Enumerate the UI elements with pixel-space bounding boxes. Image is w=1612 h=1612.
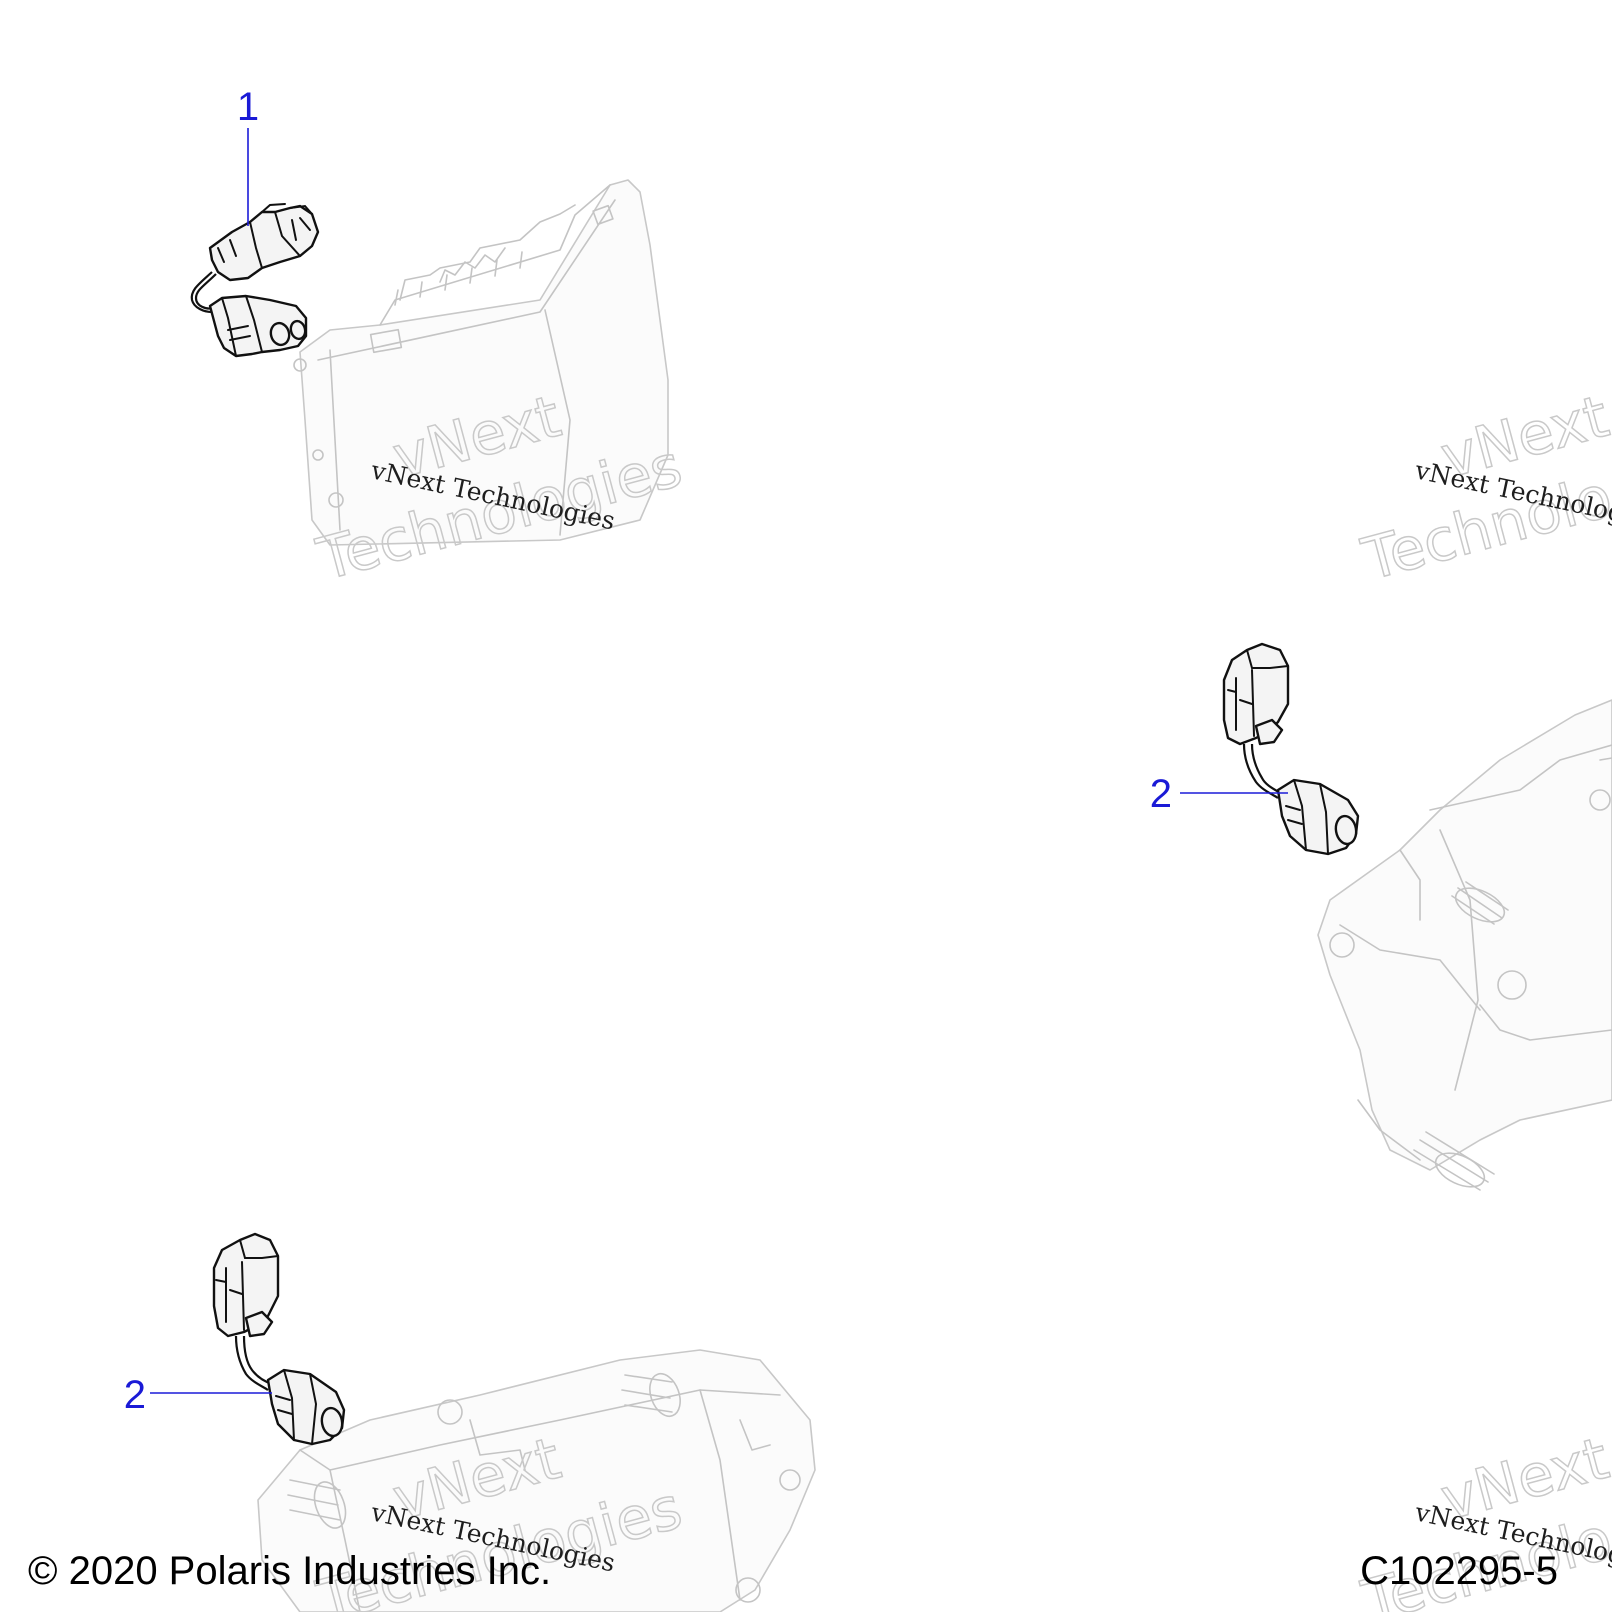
svg-text:1: 1 — [237, 85, 259, 129]
watermark-top-right: vNext Technologies vNext Technologies — [1354, 381, 1612, 594]
callout-2-bottom: 2 — [124, 1373, 272, 1417]
svg-text:2: 2 — [124, 1373, 146, 1417]
svg-text:2: 2 — [1150, 772, 1172, 816]
callout-1: 1 — [237, 85, 259, 226]
connector-harness-1 — [190, 203, 320, 358]
headlight-housing-right — [1317, 699, 1612, 1191]
headlight-housing-top — [293, 179, 669, 546]
connector-harness-2-bottom — [212, 1232, 346, 1446]
callout-2-middle: 2 — [1150, 772, 1288, 816]
connector-harness-2-middle — [1222, 642, 1360, 856]
copyright-notice: © 2020 Polaris Industries Inc. — [28, 1549, 552, 1593]
figure-id: C102295-5 — [1360, 1549, 1558, 1593]
headlight-housing-bottom — [257, 1349, 816, 1612]
